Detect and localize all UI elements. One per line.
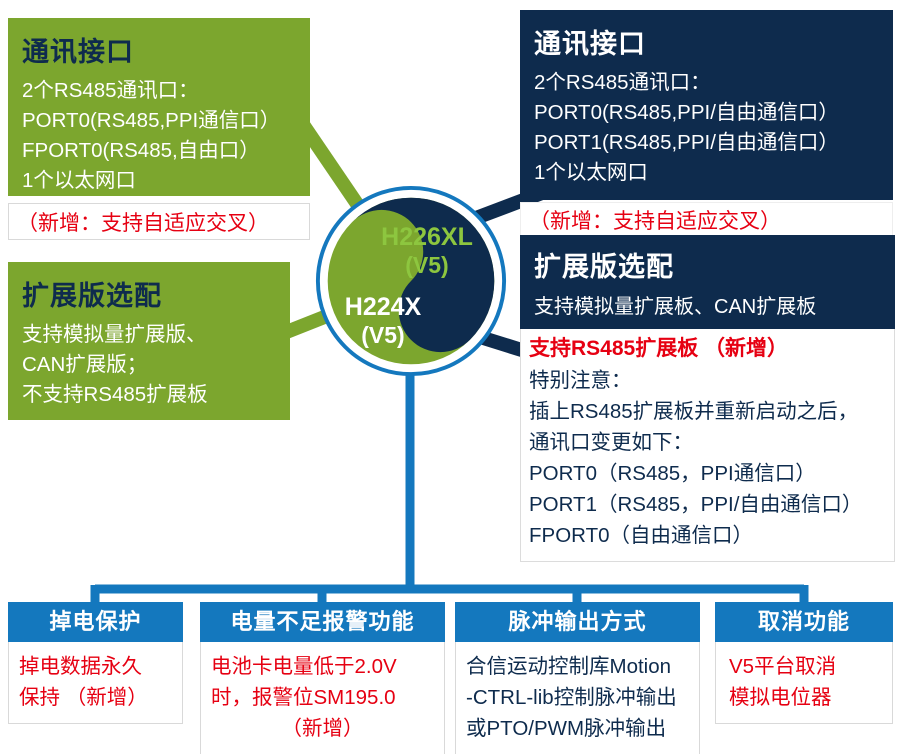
model-name: H224X: [344, 293, 422, 321]
model-version: (V5): [361, 321, 405, 348]
text-line: V5平台取消: [729, 655, 837, 678]
text-line: 不支持RS485扩展板: [22, 383, 208, 406]
card-title: 脉冲输出方式: [455, 602, 700, 642]
note-h226xl-crossover: （新增：支持自适应交叉）: [520, 202, 893, 237]
panel-title: 扩展版选配: [534, 252, 674, 282]
text-line: FPORT0（自由通信口）: [529, 524, 753, 547]
card-body: V5平台取消 模拟电位器: [715, 642, 893, 724]
text-line: 特别注意：: [529, 369, 632, 392]
note-h224x-crossover: （新增：支持自适应交叉）: [8, 203, 310, 240]
model-name: H226XL: [381, 223, 473, 251]
panel-subtitle: 支持模拟量扩展板、CAN扩展板: [534, 296, 817, 318]
card-low-battery-alarm: 电量不足报警功能 电池卡电量低于2.0V 时，报警位SM195.0 （新增）: [200, 602, 445, 754]
text-line: 1个以太网口: [22, 169, 136, 192]
highlight-rs485-new: 支持RS485扩展板 （新增）: [529, 337, 789, 360]
text-line: PORT0（RS485，PPI通信口）: [529, 462, 816, 485]
text-line: 掉电数据永久: [19, 655, 142, 678]
text-line: 或PTO/PWM脉冲输出: [466, 717, 667, 740]
panel-title: 通讯接口: [534, 29, 646, 59]
card-title: 电量不足报警功能: [200, 602, 445, 642]
text-line: 保持 （新增）: [19, 686, 148, 709]
model-label-h226xl: H226XL (V5): [369, 223, 485, 278]
card-body: 电池卡电量低于2.0V 时，报警位SM195.0 （新增）: [200, 642, 445, 754]
text-line: 2个RS485通讯口：: [534, 71, 711, 94]
card-body: 掉电数据永久 保持 （新增）: [8, 642, 183, 724]
card-power-loss: 掉电保护 掉电数据永久 保持 （新增）: [8, 602, 183, 724]
text-line: （新增）: [281, 717, 364, 740]
text-line: 合信运动控制库Motion: [466, 655, 672, 678]
panel-detail: 支持RS485扩展板 （新增） 特别注意： 插上RS485扩展板并重新启动之后，…: [520, 329, 895, 562]
text-line: 模拟电位器: [729, 686, 832, 709]
panel-h226xl-comm: 通讯接口 2个RS485通讯口： PORT0(RS485,PPI/自由通信口） …: [520, 10, 893, 200]
model-version: (V5): [405, 251, 449, 278]
card-pulse-output: 脉冲输出方式 合信运动控制库Motion -CTRL-lib控制脉冲输出 或PT…: [455, 602, 700, 754]
text-line: PORT1(RS485,PPI/自由通信口）: [534, 131, 839, 154]
panel-head: 扩展版选配 支持模拟量扩展板、CAN扩展板: [520, 235, 895, 329]
text-line: 通讯口变更如下：: [529, 431, 693, 454]
model-label-h224x: H224X (V5): [327, 293, 439, 348]
center-circle: H226XL (V5) H224X (V5): [313, 183, 509, 379]
text-line: 插上RS485扩展板并重新启动之后，: [529, 400, 859, 423]
text-line: 支持模拟量扩展版、: [22, 323, 207, 346]
text-line: PORT1（RS485，PPI/自由通信口）: [529, 493, 863, 516]
card-title: 掉电保护: [8, 602, 183, 642]
card-removed-features: 取消功能 V5平台取消 模拟电位器: [715, 602, 893, 724]
panel-h224x-comm: 通讯接口 2个RS485通讯口： PORT0(RS485,PPI通信口） FPO…: [8, 18, 310, 196]
panel-title: 扩展版选配: [22, 281, 162, 311]
yin-yang-logo: [315, 185, 507, 377]
text-line: PORT0(RS485,PPI/自由通信口）: [534, 101, 839, 124]
text-line: PORT0(RS485,PPI通信口）: [22, 109, 281, 132]
card-body: 合信运动控制库Motion -CTRL-lib控制脉冲输出 或PTO/PWM脉冲…: [455, 642, 700, 754]
panel-h224x-expansion: 扩展版选配 支持模拟量扩展版、 CAN扩展版； 不支持RS485扩展板: [8, 262, 290, 420]
text-line: -CTRL-lib控制脉冲输出: [466, 686, 677, 709]
text-line: 电池卡电量低于2.0V: [211, 655, 397, 678]
panel-title: 通讯接口: [22, 37, 134, 67]
card-title: 取消功能: [715, 602, 893, 642]
panel-h226xl-expansion: 扩展版选配 支持模拟量扩展板、CAN扩展板 支持RS485扩展板 （新增） 特别…: [520, 235, 895, 562]
text-line: 2个RS485通讯口：: [22, 79, 199, 102]
text-line: 时，报警位SM195.0: [211, 686, 396, 709]
text-line: CAN扩展版；: [22, 353, 148, 376]
text-line: 1个以太网口: [534, 161, 648, 184]
text-line: FPORT0(RS485,自由口）: [22, 139, 260, 162]
